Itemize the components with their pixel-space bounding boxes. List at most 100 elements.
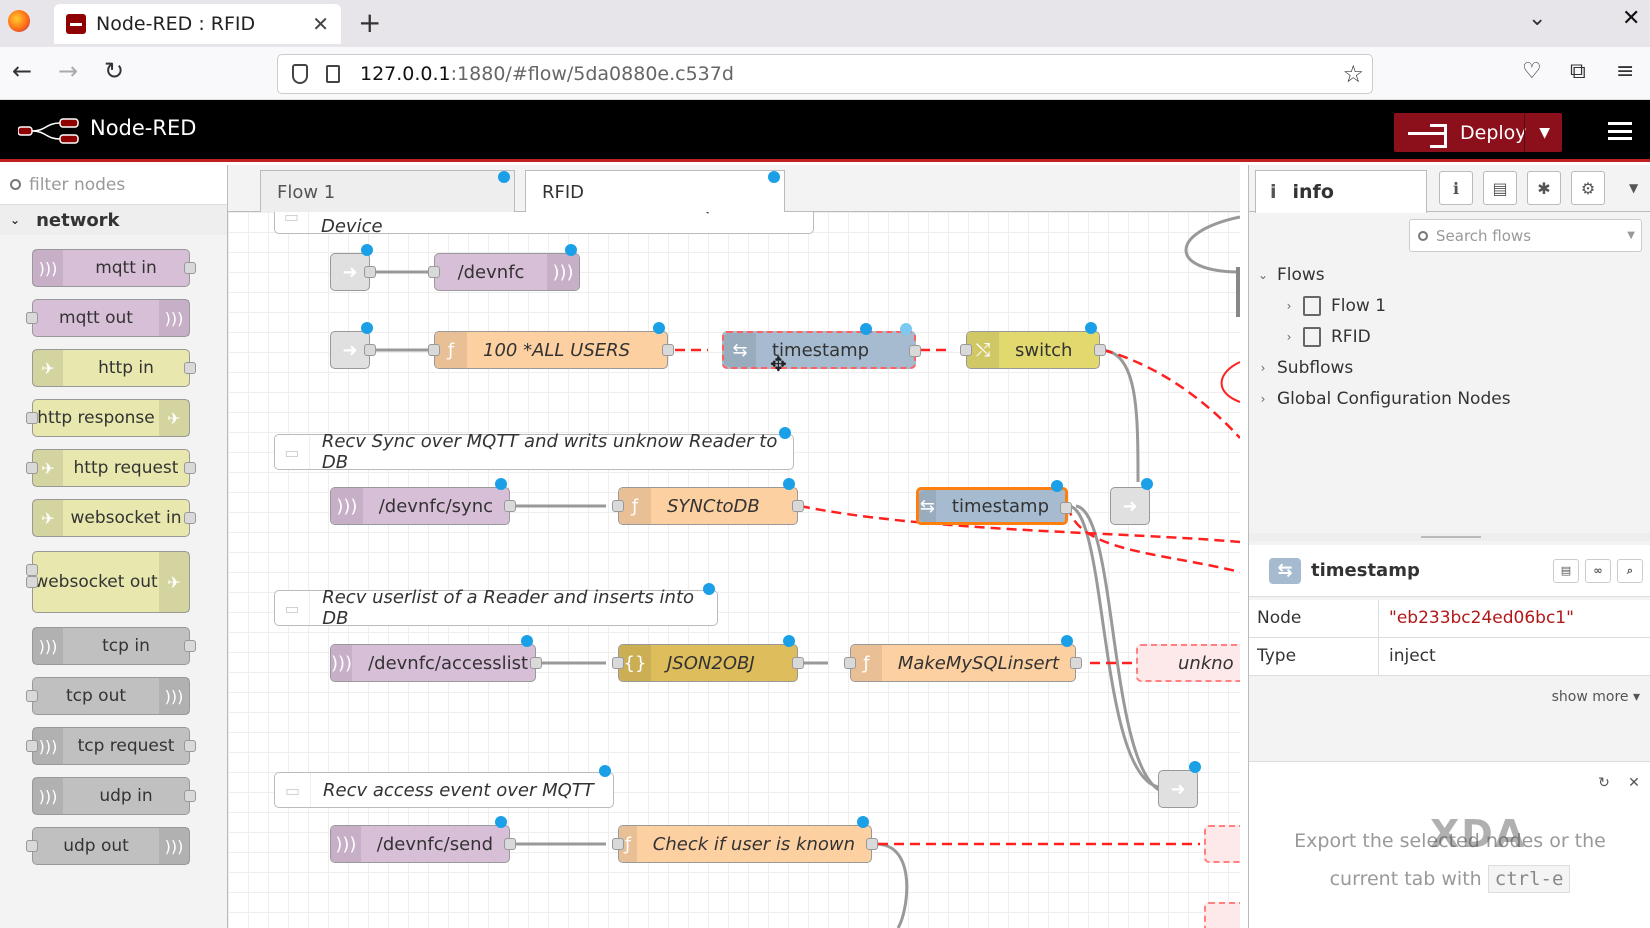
search-caret-icon: ▼	[1627, 230, 1635, 241]
new-tab-icon[interactable]: +	[358, 6, 382, 39]
link-node[interactable]: ➜	[1158, 761, 1201, 808]
link-node[interactable]: ➜	[1110, 478, 1153, 525]
pocket-icon[interactable]: ♡	[1522, 59, 1542, 84]
extensions-icon[interactable]: ⧉	[1570, 59, 1586, 84]
bookmark-star-icon[interactable]: ☆	[1342, 60, 1364, 88]
json-node[interactable]: {} JSON2OBJ	[612, 635, 804, 682]
deploy-options-caret-icon[interactable]: ▼	[1539, 124, 1550, 141]
config-gear-icon[interactable]: ⚙	[1571, 171, 1605, 205]
tab-flow-1[interactable]: Flow 1	[260, 170, 515, 213]
mqtt-in-node[interactable]: ))) /devnfc/send	[330, 816, 516, 863]
sidebar-caret-icon[interactable]: ▼	[1629, 181, 1639, 195]
palette-node[interactable]: mqtt out)))	[26, 299, 190, 337]
switch-node[interactable]: ⤭ switch	[960, 322, 1106, 369]
change-node[interactable]: ⇆ timestamp	[916, 480, 1072, 525]
unknown-node[interactable]	[1204, 825, 1240, 863]
help-book-icon[interactable]: ▤	[1483, 171, 1517, 205]
palette-node[interactable]: )))mqtt in	[32, 249, 196, 287]
change-node-selected[interactable]: ⇆ timestamp	[722, 323, 921, 369]
tab-list-chevron-icon[interactable]: ⌄	[1528, 6, 1547, 31]
comment-node[interactable]: ▭ Recv userlist of a Reader and inserts …	[274, 583, 718, 629]
node-id-value[interactable]: "eb233bc24ed06bc1"	[1389, 608, 1574, 628]
show-more-link[interactable]: show more ▾	[1551, 689, 1640, 705]
comment-node[interactable]: ▭ Recv Sync over MQTT and writs unknow R…	[274, 427, 794, 473]
inject-node[interactable]: ➜	[330, 244, 376, 291]
browser-tab-title: Node-RED : RFID	[96, 13, 256, 35]
palette-node[interactable]: tcp out)))	[26, 677, 190, 715]
node-help-icon[interactable]: ▤	[1553, 558, 1579, 583]
shortcut-code: ctrl-e	[1487, 865, 1571, 893]
debug-bug-icon[interactable]: ✱	[1527, 171, 1561, 205]
browser-tab[interactable]: Node-RED : RFID ✕	[54, 4, 341, 44]
tree-flows[interactable]: ⌄ Flows	[1249, 259, 1650, 290]
info-tab-icon[interactable]: ℹ	[1439, 171, 1473, 205]
close-window-icon[interactable]: ✕	[1622, 6, 1641, 31]
chevron-down-icon: ⌄	[1257, 267, 1269, 282]
url-bar[interactable]: 127.0.0.1:1880/#flow/5da0880e.c537d ☆	[277, 54, 1373, 94]
comment-node[interactable]: ▭ Iterates over user and sends them over…	[274, 212, 814, 237]
palette-node[interactable]: ✈http in	[32, 349, 196, 387]
palette-node-label: tcp out	[65, 686, 127, 706]
comment-node[interactable]: ▭ Recv access event over MQTT	[274, 765, 614, 808]
function-node[interactable]: ƒ 100 *ALL USERS	[428, 322, 674, 369]
flow-canvas[interactable]: ▭ Iterates over user and sends them over…	[228, 212, 1240, 928]
mqtt-in-node[interactable]: ))) /devnfc/sync	[330, 478, 516, 525]
page-info-icon[interactable]	[326, 65, 340, 83]
function-node[interactable]: ƒ SYNCtoDB	[612, 478, 804, 525]
shield-icon[interactable]	[292, 64, 308, 84]
function-node[interactable]: ƒ MakeMySQLinsert	[844, 635, 1082, 682]
palette-node[interactable]: udp out)))	[26, 827, 190, 865]
menu-icon[interactable]: ≡	[1616, 59, 1635, 84]
unknown-node[interactable]: unkno	[1136, 644, 1240, 682]
tree-subflows[interactable]: › Subflows	[1249, 352, 1650, 383]
sidebar-splitter[interactable]	[1249, 533, 1650, 541]
changed-indicator	[498, 171, 510, 183]
function-node[interactable]: ƒ Check if user is known	[612, 816, 878, 863]
function-icon: ƒ	[619, 488, 651, 524]
node-link-icon[interactable]: ∞	[1585, 558, 1611, 583]
function-icon: ƒ	[851, 645, 882, 681]
palette-filter-input[interactable]: filter nodes	[0, 165, 227, 205]
property-row: Node "eb233bc24ed06bc1"	[1249, 600, 1650, 638]
palette-node[interactable]: )))udp in	[32, 777, 196, 815]
refresh-tip-icon[interactable]: ↻	[1598, 775, 1610, 791]
palette-node[interactable]: websocket out✈	[26, 551, 190, 613]
selected-node-name: timestamp	[1311, 560, 1420, 581]
close-tip-icon[interactable]: ✕	[1628, 775, 1640, 791]
tree-item-flow-1[interactable]: › Flow 1	[1249, 290, 1650, 321]
palette-category-network[interactable]: ⌄ network	[0, 205, 227, 235]
chevron-right-icon: ›	[1260, 360, 1266, 375]
inject-arrow-icon: ➜	[342, 261, 358, 283]
inject-node[interactable]: ➜	[330, 322, 376, 369]
unknown-node[interactable]	[1204, 902, 1240, 928]
tab-info[interactable]: i info	[1255, 170, 1427, 213]
palette-node[interactable]: )))tcp in	[32, 627, 196, 665]
search-flows-input[interactable]: Search flows ▼	[1409, 219, 1642, 252]
palette-node[interactable]: )))tcp request	[26, 727, 196, 765]
palette-node-label: websocket in	[70, 508, 182, 528]
node-properties-table: Node "eb233bc24ed06bc1" Type inject	[1249, 600, 1650, 676]
search-icon	[1418, 230, 1428, 241]
palette-node[interactable]: ✈http request	[26, 449, 196, 487]
mqtt-in-node[interactable]: ))) /devnfc/accesslist	[330, 635, 542, 682]
comment-icon: ▭	[275, 591, 311, 625]
chevron-down-icon: ⌄	[10, 213, 21, 227]
back-icon[interactable]: ←	[12, 57, 33, 85]
tab-rfid[interactable]: RFID	[525, 170, 785, 213]
url-host: 127.0.0.1	[360, 63, 451, 85]
palette-node[interactable]: http response✈	[26, 399, 190, 437]
palette-node-label: tcp in	[102, 636, 150, 656]
main-menu-icon[interactable]	[1608, 122, 1632, 140]
palette-node-label: http response	[37, 408, 155, 428]
node-search-icon[interactable]: ⌕	[1617, 558, 1643, 583]
forward-icon[interactable]: →	[58, 57, 79, 85]
change-icon: ⇆	[1269, 557, 1301, 584]
tree-item-rfid[interactable]: › RFID	[1249, 321, 1650, 352]
mqtt-out-node[interactable]: /devnfc )))	[428, 244, 580, 291]
reload-icon[interactable]: ↻	[104, 57, 125, 85]
firefox-icon[interactable]	[8, 10, 30, 32]
deploy-button[interactable]: Deploy ▼	[1394, 113, 1562, 152]
close-tab-icon[interactable]: ✕	[312, 12, 329, 36]
tree-global-config[interactable]: › Global Configuration Nodes	[1249, 383, 1650, 414]
palette-node[interactable]: ✈websocket in	[32, 499, 196, 537]
